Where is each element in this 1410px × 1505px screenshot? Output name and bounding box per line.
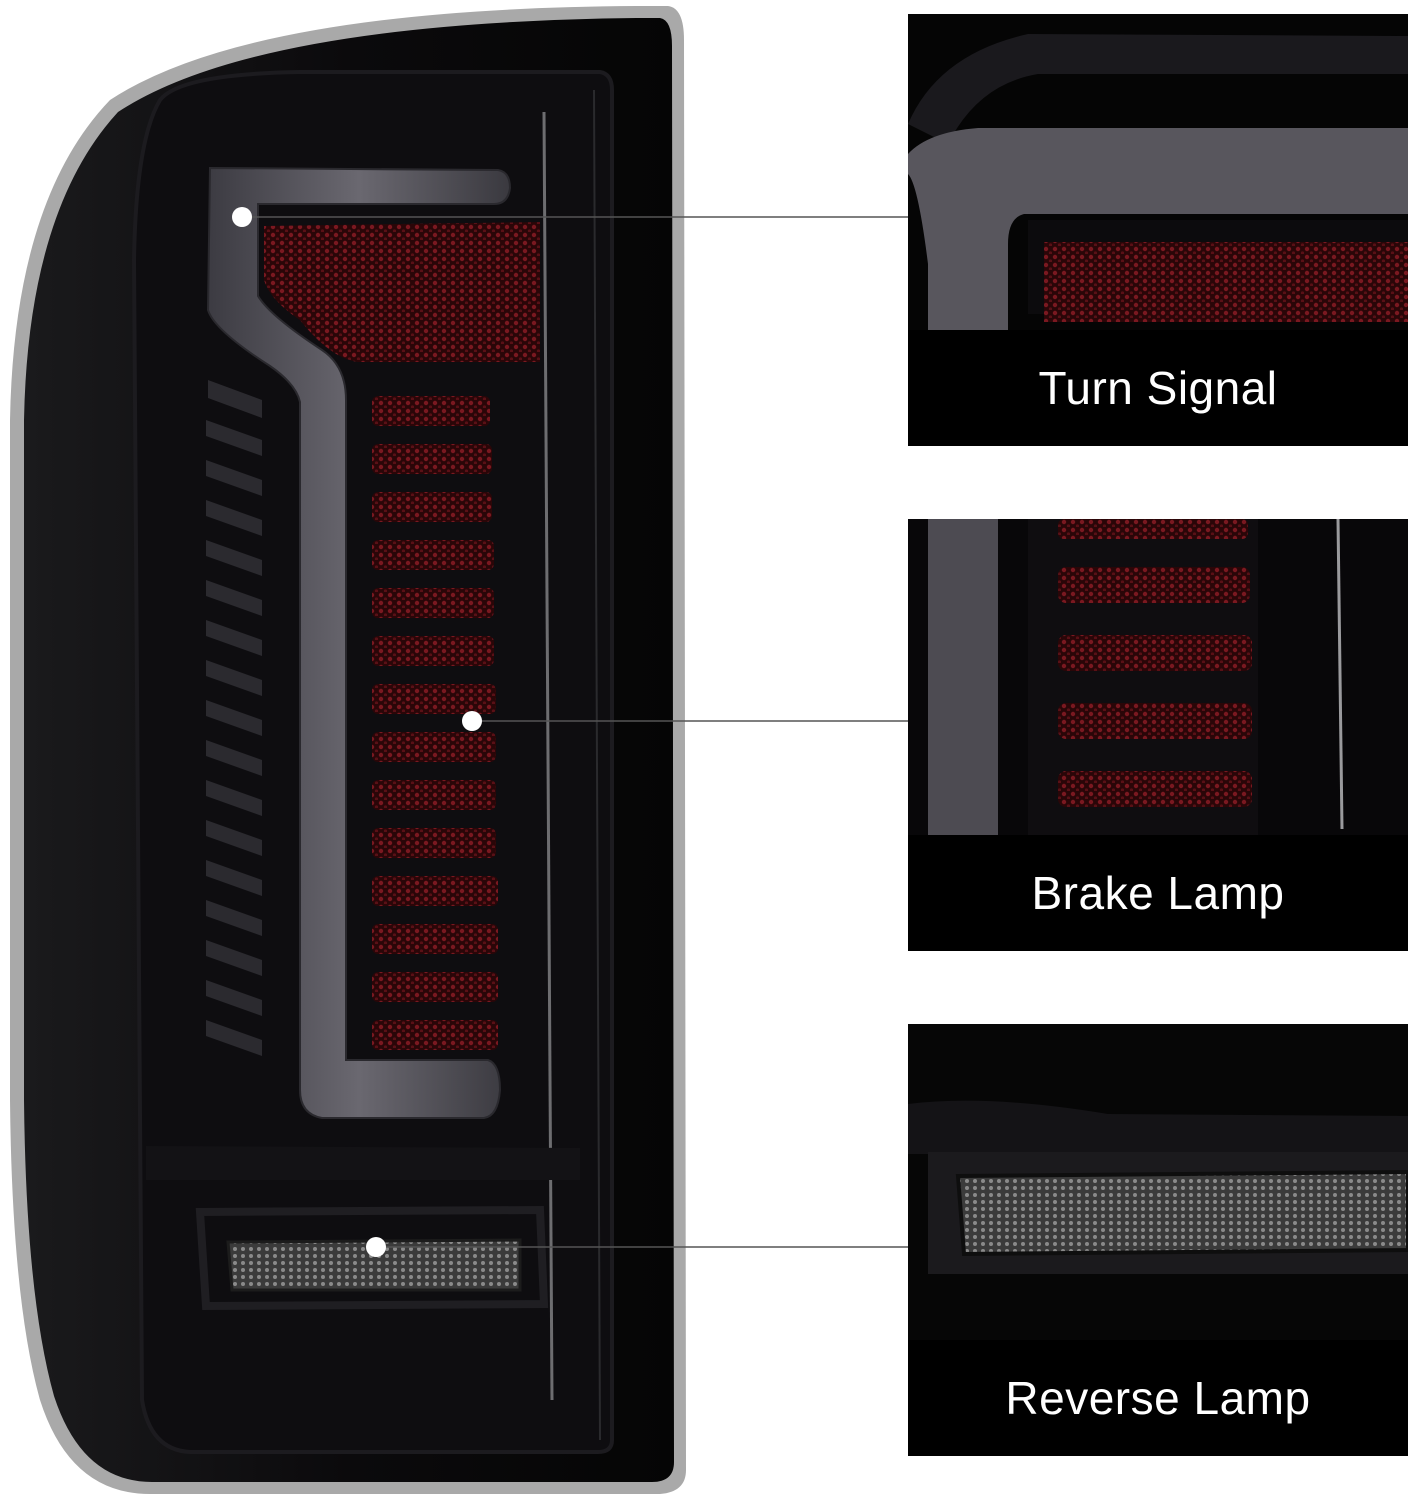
reverse-lamp-label: Reverse Lamp [908,1340,1408,1456]
turn-signal-panel: Turn Signal [908,14,1408,446]
side-slats [206,380,262,1056]
reverse-lamp-lens [226,1238,522,1292]
tail-light-housing [10,6,686,1494]
brake-lamp-panel: Brake Lamp [908,519,1408,951]
turn-signal-label: Turn Signal [908,330,1408,446]
callout-turn-signal [232,207,908,227]
brake-lamp-lens [372,396,498,1050]
brake-lamp-label: Brake Lamp [908,835,1408,951]
reverse-lamp-panel: Reverse Lamp [908,1024,1408,1456]
callout-reverse-lamp [366,1237,908,1257]
callout-brake-lamp [462,711,908,731]
light-bar [206,166,512,1119]
turn-signal-lens [264,222,540,362]
